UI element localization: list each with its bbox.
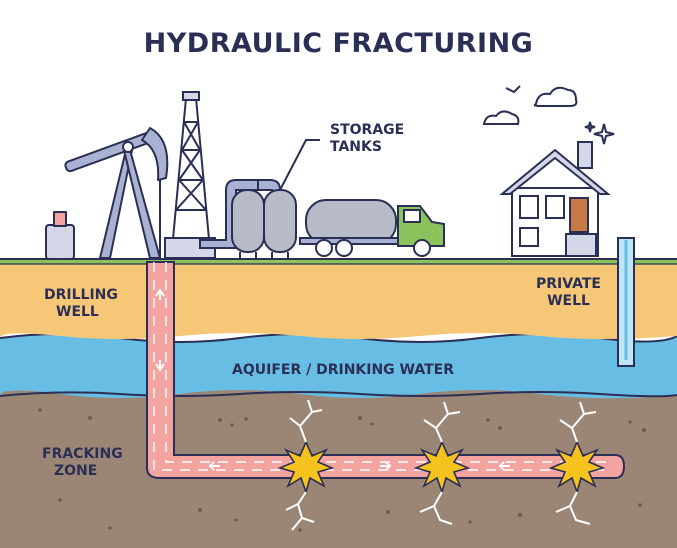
label-fracking-zone: FRACKING ZONE: [42, 446, 123, 480]
sparkles: [505, 85, 615, 145]
diagram-title: HYDRAULIC FRACTURING: [143, 28, 534, 59]
private-well-pipe: [617, 237, 635, 367]
label-private-well-line-1: PRIVATE: [536, 276, 601, 292]
label-private-well: PRIVATE WELL: [536, 276, 601, 310]
aquifer-bottom: [0, 391, 677, 398]
clouds: [482, 86, 578, 125]
rock-cracks: [285, 399, 597, 531]
drilling-derrick: [164, 91, 216, 259]
label-private-well-line-2: WELL: [547, 293, 590, 309]
tanker-truck: [299, 199, 445, 257]
pump-jack: [45, 127, 169, 260]
label-aquifer: AQUIFER / DRINKING WATER: [232, 362, 455, 378]
label-drilling-well-line-2: WELL: [56, 304, 99, 320]
label-drilling-well: DRILLING WELL: [44, 287, 118, 321]
label-fracking-zone-line-1: FRACKING: [42, 446, 123, 462]
label-storage-tanks-line-2: TANKS: [330, 139, 382, 155]
fracture-bursts: [277, 439, 606, 495]
grass-line: [0, 259, 677, 264]
label-storage-tanks: STORAGE TANKS: [330, 122, 404, 156]
rock-dots: [38, 408, 646, 532]
label-fracking-zone-line-2: ZONE: [54, 463, 98, 479]
label-drilling-well-line-1: DRILLING: [44, 287, 118, 303]
tanks-pointer: [279, 139, 320, 191]
house: [499, 141, 611, 257]
label-storage-tanks-line-1: STORAGE: [330, 122, 405, 138]
flow-arrows: [155, 288, 510, 471]
storage-tanks: [231, 189, 297, 260]
